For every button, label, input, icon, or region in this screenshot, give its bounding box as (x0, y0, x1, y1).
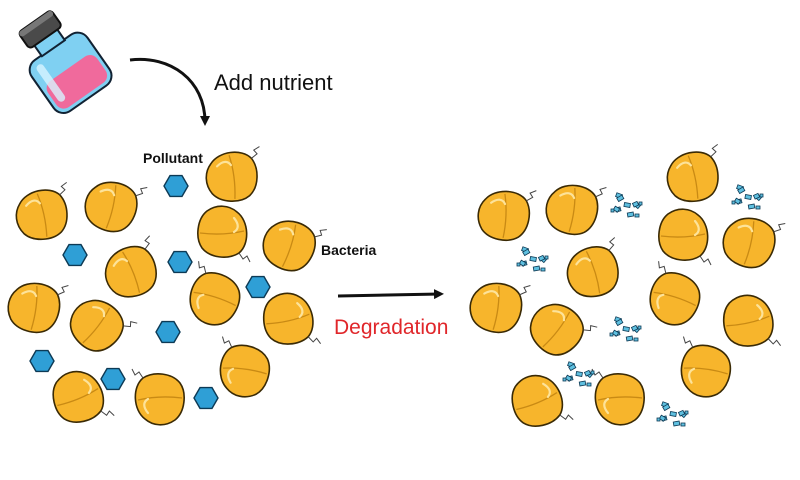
pollutant-hexagon-icon (100, 367, 126, 391)
add-nutrient-label: Add nutrient (214, 70, 333, 95)
bacterium-icon (541, 176, 608, 240)
degradation-label: Degradation (334, 316, 449, 339)
degraded-fragments-icon (656, 401, 689, 427)
add-nutrient-arrow-icon (129, 57, 210, 126)
degraded-fragments-icon (609, 316, 642, 342)
bacterium-icon (78, 171, 149, 239)
bacterium-icon (718, 289, 782, 356)
bacterium-icon (465, 274, 532, 338)
degraded-fragments-icon (516, 246, 549, 272)
bacterium-icon (258, 287, 322, 354)
degraded-fragments-icon (562, 361, 595, 387)
bacterium-icon (196, 205, 252, 264)
bacterium-icon (202, 145, 266, 205)
bacterium-icon (255, 209, 328, 280)
pollutant-hexagon-icon (29, 349, 55, 373)
bacterium-icon (96, 234, 169, 305)
bacterium-icon (3, 274, 70, 338)
bacterium-icon (211, 335, 275, 402)
bacterium-icon (59, 286, 139, 365)
bacterium-icon (130, 367, 186, 426)
bacterium-icon (638, 260, 709, 333)
pollutant-hexagon-icon (193, 386, 219, 410)
bacterium-icon (559, 236, 630, 304)
bacteria-label: Bacteria (321, 242, 377, 258)
bacterium-icon (590, 367, 646, 426)
degraded-fragments-icon (610, 192, 643, 218)
pollutant-hexagon-icon (163, 174, 189, 198)
degraded-fragments-icon (731, 184, 764, 210)
pollutant-hexagon-icon (62, 243, 88, 267)
bacterium-icon (672, 335, 736, 402)
bacterium-icon (661, 143, 728, 207)
bacterium-icon (657, 208, 713, 267)
bacterium-icon (10, 181, 77, 245)
pollutant-hexagon-icon (245, 275, 271, 299)
bacterium-icon (475, 184, 538, 244)
pollutant-label: Pollutant (143, 150, 203, 166)
bacterium-icon (178, 260, 249, 333)
pollutant-hexagon-icon (155, 320, 181, 344)
nutrient-vial-icon (18, 10, 113, 115)
bacterium-icon (716, 207, 787, 275)
bacterium-icon (519, 290, 599, 369)
pollutant-hexagon-icon (167, 250, 193, 274)
arrow-right-icon (337, 289, 444, 300)
